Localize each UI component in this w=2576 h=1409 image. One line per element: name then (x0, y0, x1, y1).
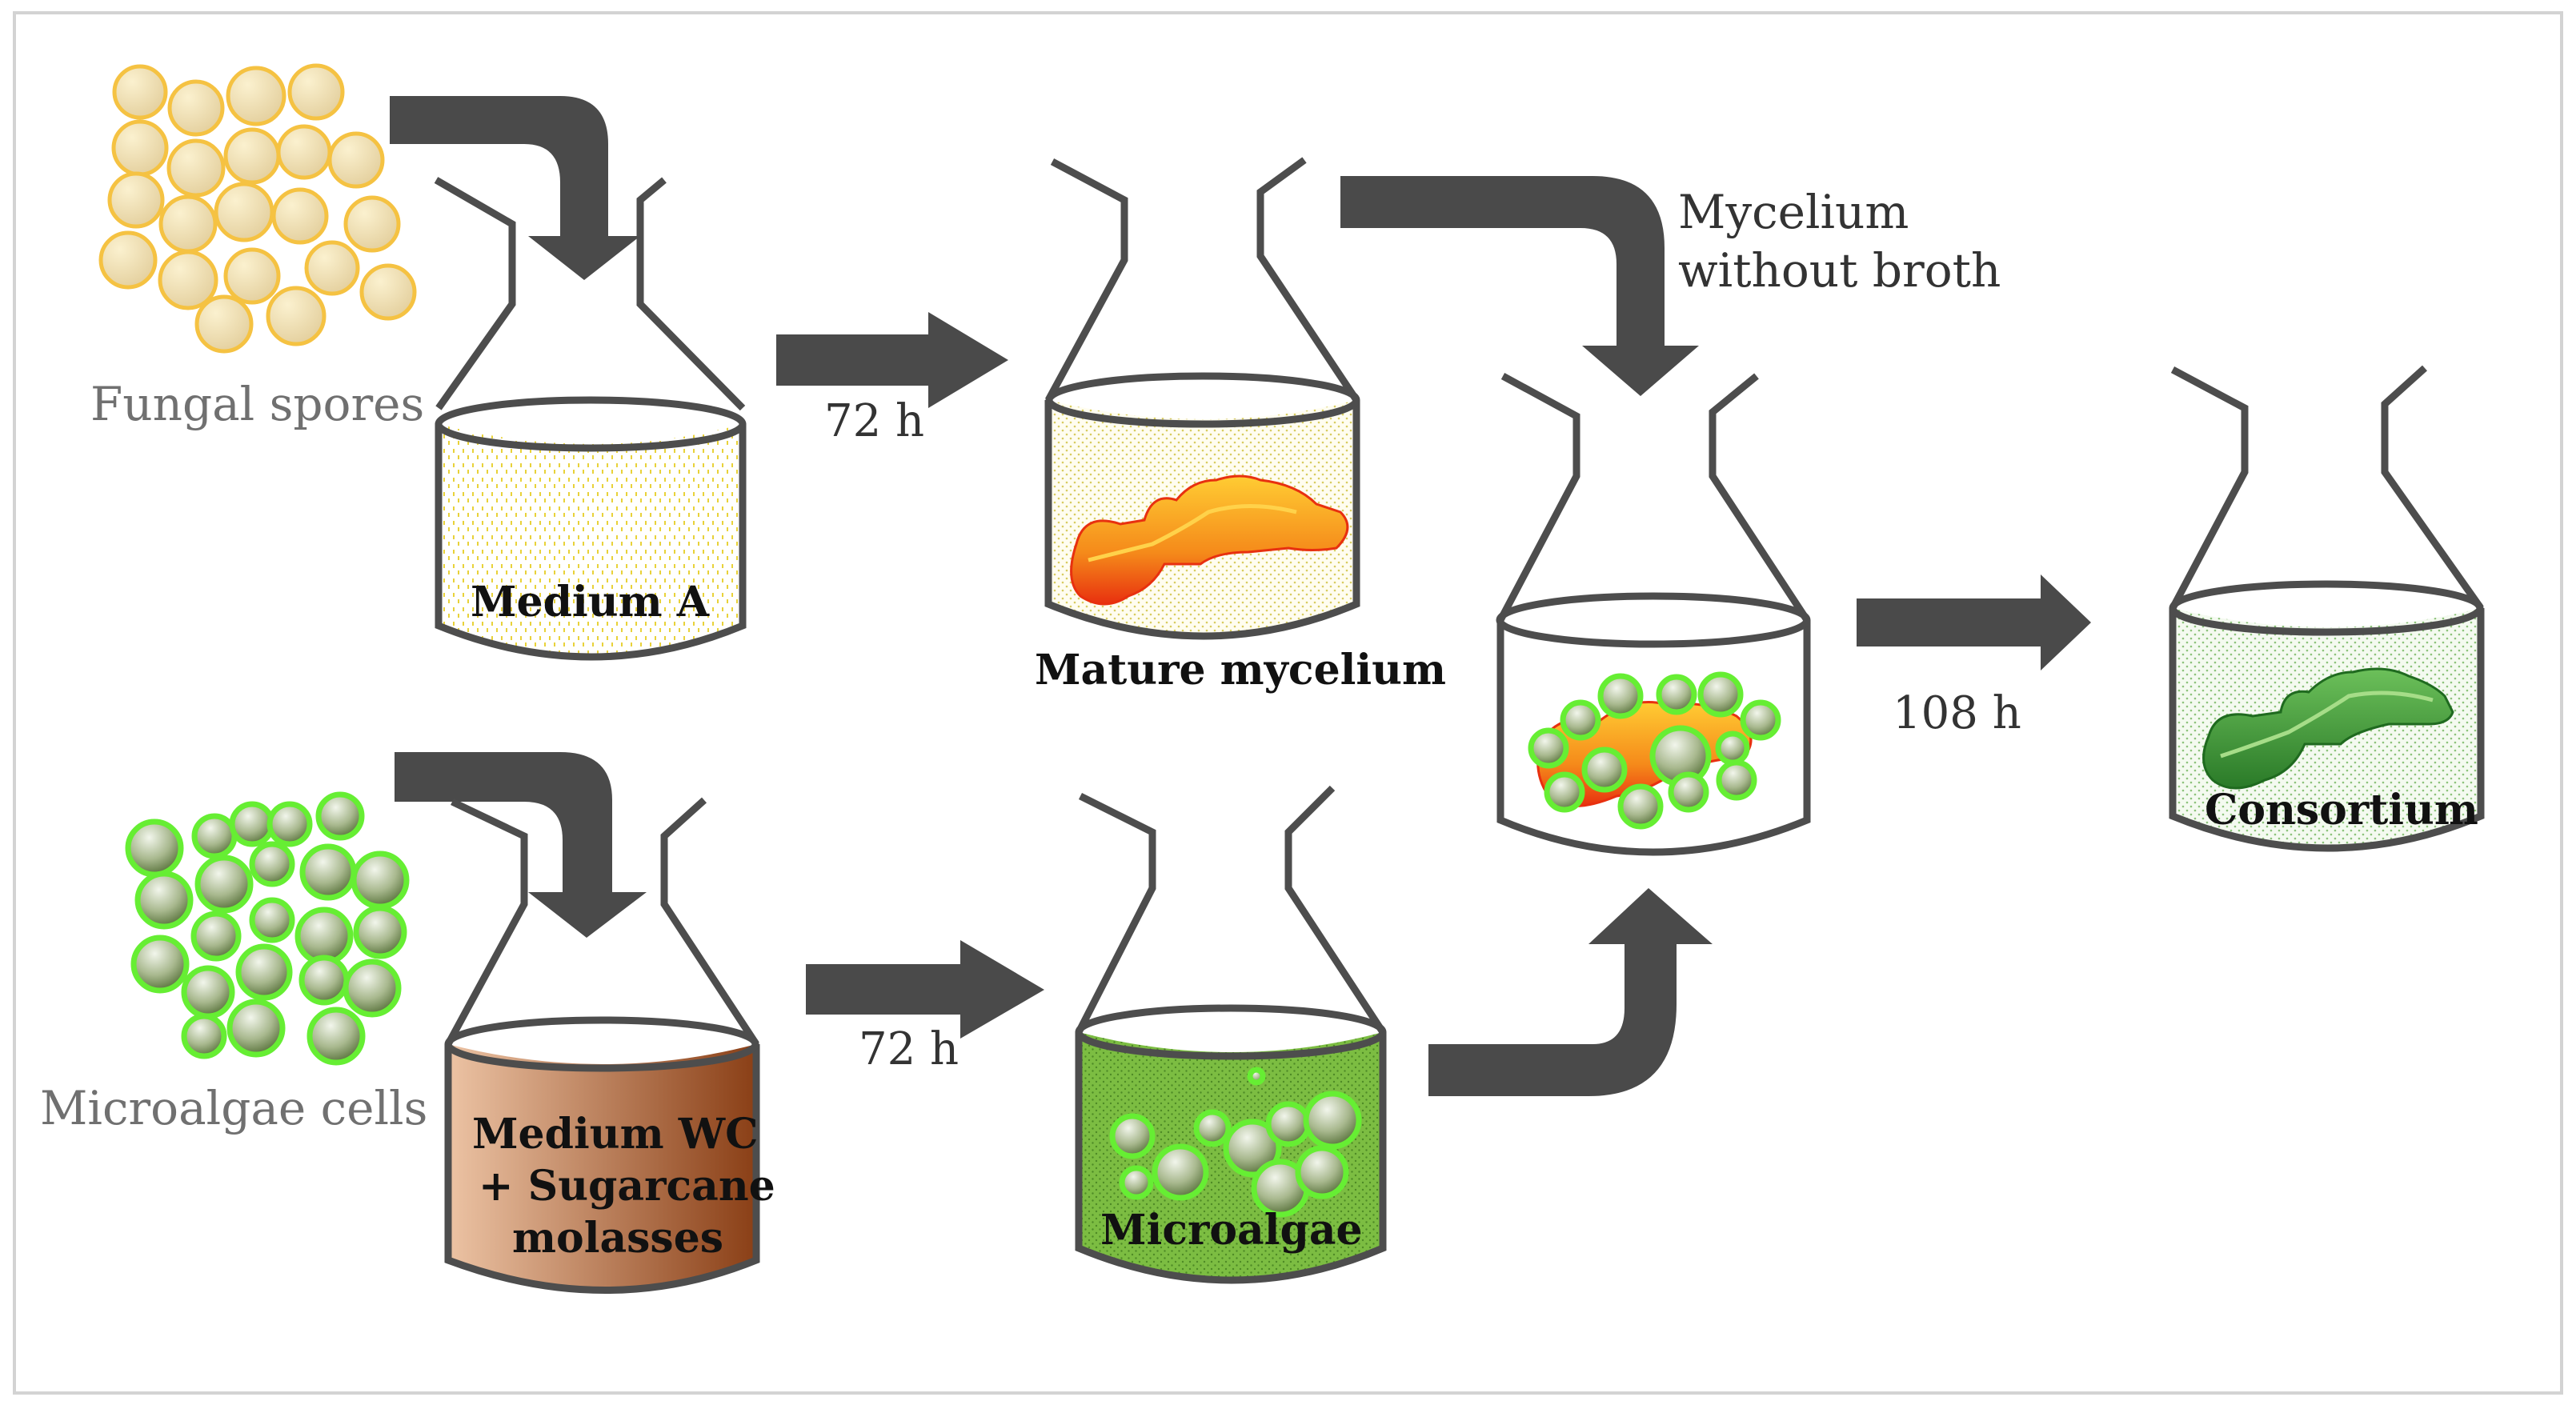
microalgae-cells-cluster (125, 791, 410, 1066)
flask-mixture (1496, 373, 1811, 856)
fungal-spores-label: Fungal spores (90, 377, 424, 431)
arrow-spores-to-flask-a (390, 96, 640, 280)
time-label-final: 108 h (1893, 687, 2021, 739)
arrow-108h (1857, 574, 2091, 670)
medium-a-label: Medium A (471, 578, 710, 626)
consortium-label: Consortium (2205, 786, 2478, 835)
arrow-top-72h (776, 312, 1008, 408)
consortium-mass (2202, 667, 2454, 790)
microalgae-label: Microalgae (1100, 1206, 1363, 1255)
arrows (390, 96, 2091, 1096)
mycelium-without-broth-line1: Mycelium (1678, 185, 1909, 239)
arrow-bottom-72h (806, 940, 1044, 1039)
mycelium-without-broth-line2: without broth (1678, 243, 2001, 298)
medium-wc-label-line3: molasses (512, 1214, 723, 1263)
arrow-microalgae-to-mix (1428, 888, 1713, 1096)
arrow-mycelium-to-mix (1340, 176, 1699, 396)
time-label-bottom: 72 h (859, 1023, 959, 1075)
flask-medium-a: Medium A (434, 177, 747, 661)
microalgae-cells-label: Microalgae cells (40, 1081, 427, 1135)
mature-mycelium-label: Mature mycelium (1035, 646, 1446, 694)
flask-medium-wc: Medium WC + Sugarcane molasses (444, 797, 775, 1294)
arrow-cells-to-flask-wc (395, 752, 647, 938)
flask-mature-mycelium: Mature mycelium (1035, 157, 1446, 694)
fungal-spores-cluster (98, 63, 417, 354)
medium-wc-label-line1: Medium WC (472, 1110, 758, 1159)
medium-wc-label-line2: + Sugarcane (479, 1162, 775, 1211)
flask-consortium: Consortium (2169, 365, 2485, 852)
time-label-top: 72 h (824, 395, 924, 447)
flask-microalgae: Microalgae (1075, 785, 1387, 1284)
